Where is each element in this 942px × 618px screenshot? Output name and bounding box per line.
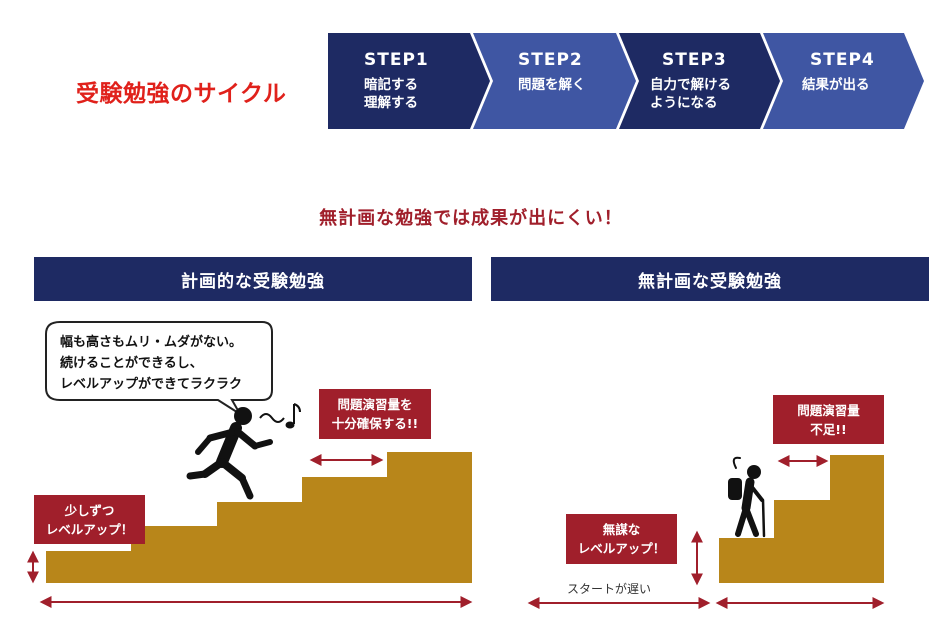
step1-chevron bbox=[328, 33, 490, 129]
bubble-line2: 続けることができるし、 bbox=[60, 356, 203, 371]
running-person-icon bbox=[186, 407, 273, 500]
step4: STEP4 結果が出る bbox=[802, 50, 875, 94]
unplanned-staircase bbox=[719, 455, 884, 583]
step2-label: STEP2 bbox=[518, 50, 583, 70]
step1-desc-line1: 暗記する bbox=[364, 77, 418, 93]
late-start-label: スタートが遅い bbox=[567, 582, 652, 596]
planned-panel-title: 計画的な受験勉強 bbox=[34, 257, 472, 301]
tilde-mark bbox=[259, 413, 285, 423]
small-step-tag: 少しずつ レベルアップ！ bbox=[34, 495, 145, 544]
step4-desc-line1: 結果が出る bbox=[802, 77, 870, 93]
cycle-title: 受験勉強のサイクル bbox=[76, 81, 287, 107]
reckless-levelup-tag: 無謀な レベルアップ！ bbox=[566, 514, 677, 564]
planned-practice-tag: 問題演習量を 十分確保する!! bbox=[319, 389, 431, 439]
planned-staircase bbox=[46, 452, 472, 583]
step4-chevron bbox=[763, 33, 924, 129]
step2-chevron bbox=[473, 33, 636, 129]
step1-desc-line2: 理解する bbox=[364, 95, 418, 111]
music-note-icon bbox=[285, 403, 301, 429]
step3-desc-line1: 自力で解ける bbox=[650, 77, 731, 93]
speech-bubble bbox=[45, 321, 273, 415]
bubble-line1: 幅も高さもムリ・ムダがない。 bbox=[60, 335, 243, 350]
step4-label: STEP4 bbox=[810, 50, 875, 70]
unplanned-practice-tag: 問題演習量 不足!! bbox=[773, 395, 884, 444]
step3: STEP3 自力で解ける ようになる bbox=[650, 50, 731, 112]
step2: STEP2 問題を解く bbox=[518, 50, 586, 94]
bubble-text: 幅も高さもムリ・ムダがない。 続けることができるし、 レベルアップができてラクラ… bbox=[60, 332, 242, 395]
hiker-icon bbox=[728, 456, 766, 538]
step3-chevron bbox=[619, 33, 780, 129]
headline: 無計画な勉強では成果が出にくい！ bbox=[319, 208, 623, 229]
step1-label: STEP1 bbox=[364, 50, 429, 70]
step1: STEP1 暗記する 理解する bbox=[364, 50, 429, 112]
step3-desc-line2: ようになる bbox=[650, 95, 718, 111]
step-chevrons bbox=[328, 33, 924, 129]
step3-label: STEP3 bbox=[662, 50, 727, 70]
bubble-line3: レベルアップができてラクラク bbox=[60, 377, 243, 392]
step2-desc-line1: 問題を解く bbox=[518, 77, 586, 93]
unplanned-panel-title: 無計画な受験勉強 bbox=[491, 257, 929, 301]
